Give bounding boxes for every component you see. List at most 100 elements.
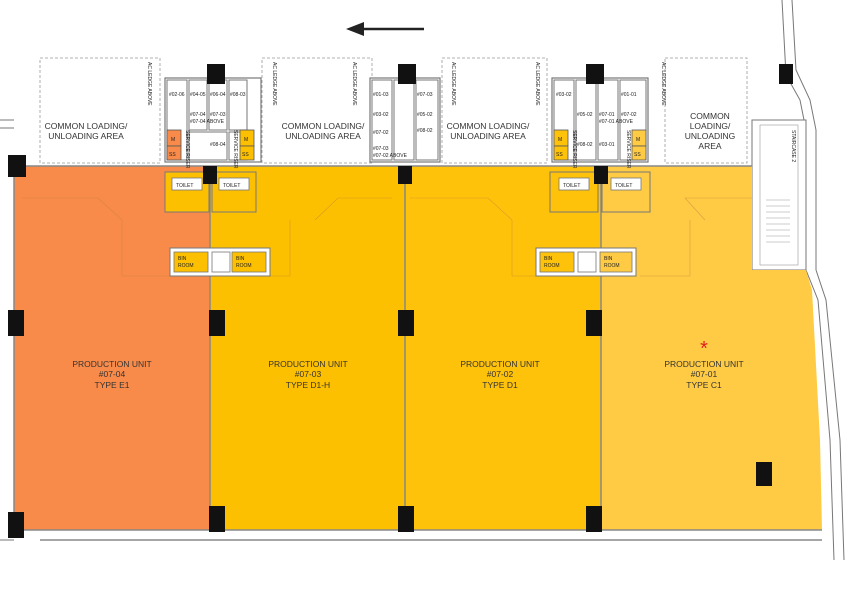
loading-area-4-line4: AREA [698,141,721,151]
unit-07-01-number: #07-01 [691,369,718,379]
unit-07-02-type: TYPE D1 [482,380,518,390]
meter-label-4: M [636,137,640,143]
selected-unit-asterisk-icon: * [700,338,708,360]
ac-ledge-a-0: #02-06 [169,92,185,98]
bin-room-1-line1: BIN [178,256,187,262]
ac-ledge-b-0: #01-03 [373,92,389,98]
unit-07-03-area[interactable] [210,166,405,530]
ac-ledge-a-7: #08-04 [210,142,226,148]
riser-label-2: SERVICE RISER [232,130,238,169]
ac-ledge-a-1: #04-05 [190,92,206,98]
ac-ledge-a-3: #08-03 [230,92,246,98]
column [779,64,793,84]
unit-07-04-type: TYPE E1 [95,380,130,390]
column [586,64,604,84]
staircase [751,119,807,271]
loading-area-4-line3: UNLOADING [685,131,736,141]
column [8,310,24,336]
loading-area-1-line1: COMMON LOADING/ [45,121,128,131]
loading-area-2-line1: COMMON LOADING/ [282,121,365,131]
column [209,310,225,336]
ac-ledge-a-5: #07-03 [210,112,226,118]
ac-ledge-a-4: #07-04 [190,112,206,118]
ss-label-4: SS [634,152,641,158]
loading-area-1-line2: UNLOADING AREA [48,131,124,141]
loading-area-outline-1 [39,57,161,164]
loading-area-outline-3 [441,57,548,164]
unit-07-02-number: #07-02 [487,369,514,379]
ac-ledge-c-3: #07-01 [599,112,615,118]
riser-label-4: SERVICE RISER [625,130,631,169]
ac-ledge-b-4: #07-02 [373,130,389,136]
loading-area-4-line2: LOADING/ [690,121,731,131]
unit-07-01-title: PRODUCTION UNIT [664,359,743,369]
unit-07-03-title: PRODUCTION UNIT [268,359,347,369]
ac-ledge-above-5: AC LEDGE ABOVE [534,62,540,106]
bin-room-2-line1: BIN [236,256,245,262]
unit-07-03-type: TYPE D1-H [286,380,330,390]
meter-label-1: M [171,137,175,143]
unit-07-01-area[interactable] [601,166,822,530]
toilet-label-3: TOILET [563,183,580,189]
meter-label-2: M [244,137,248,143]
column [398,64,416,84]
ac-ledge-above-1: AC LEDGE ABOVE [146,62,152,106]
ac-ledge-b-7: #07-02 ABOVE [373,153,408,159]
ac-ledge-c-5: #07-01 ABOVE [599,119,634,125]
unit-07-01-type: TYPE C1 [686,380,722,390]
ac-ledge-a-6: #07-04 ABOVE [190,119,225,125]
direction-arrow-icon [346,22,424,36]
bin-room-2-line2: ROOM [236,263,252,269]
column [8,155,26,177]
column [586,506,602,532]
ac-ledge-c-2: #05-02 [577,112,593,118]
ac-ledge-b-3: #05-02 [417,112,433,118]
ss-label-2: SS [242,152,249,158]
column [398,506,414,532]
loading-area-outline-2 [261,57,373,164]
unit-07-02-area[interactable] [405,166,601,530]
ac-ledge-c-6: #08-02 [577,142,593,148]
riser-label-3: SERVICE RISER [571,130,577,169]
ac-ledge-a-2: #06-04 [210,92,226,98]
ac-ledge-above-6: AC LEDGE ABOVE [660,62,666,106]
bin-room-3-line2: ROOM [544,263,560,269]
column [756,462,772,486]
bin-room-1-line2: ROOM [178,263,194,269]
loading-area-3-line2: UNLOADING AREA [450,131,526,141]
toilet-label-1: TOILET [176,183,193,189]
loading-area-3-line1: COMMON LOADING/ [447,121,530,131]
riser-label-1: SERVICE RISER [184,130,190,169]
loading-area-outline-4 [664,57,748,164]
ss-label-3: SS [556,152,563,158]
column [8,512,24,538]
loading-area-4-line1: COMMON [690,111,730,121]
meter-ss-boxes [166,129,647,161]
column [398,166,412,184]
ac-ledge-c-1: #01-01 [621,92,637,98]
staircase-label: STAIRCASE 2 [790,130,796,162]
ac-ledge-b-6: #07-03 [373,146,389,152]
ac-ledge-above-2: AC LEDGE ABOVE [271,62,277,106]
bin-room-4-line1: BIN [604,256,613,262]
unit-07-04-area[interactable] [14,166,210,530]
toilet-label-4: TOILET [615,183,632,189]
ac-ledge-c-4: #07-02 [621,112,637,118]
structural-columns [8,64,793,538]
walls [13,165,822,541]
ac-ledge-b-5: #08-02 [417,128,433,134]
column [594,166,608,184]
interior-lines [22,197,752,277]
ac-ledge-above-4: AC LEDGE ABOVE [450,62,456,106]
unit-07-04-title: PRODUCTION UNIT [72,359,151,369]
column [209,506,225,532]
column [586,310,602,336]
column [398,310,414,336]
ss-label-1: SS [169,152,176,158]
unit-07-02-title: PRODUCTION UNIT [460,359,539,369]
unit-07-04-number: #07-04 [99,369,126,379]
column [207,64,225,84]
ac-ledge-b-2: #03-02 [373,112,389,118]
ac-ledge-c-0: #03-02 [556,92,572,98]
